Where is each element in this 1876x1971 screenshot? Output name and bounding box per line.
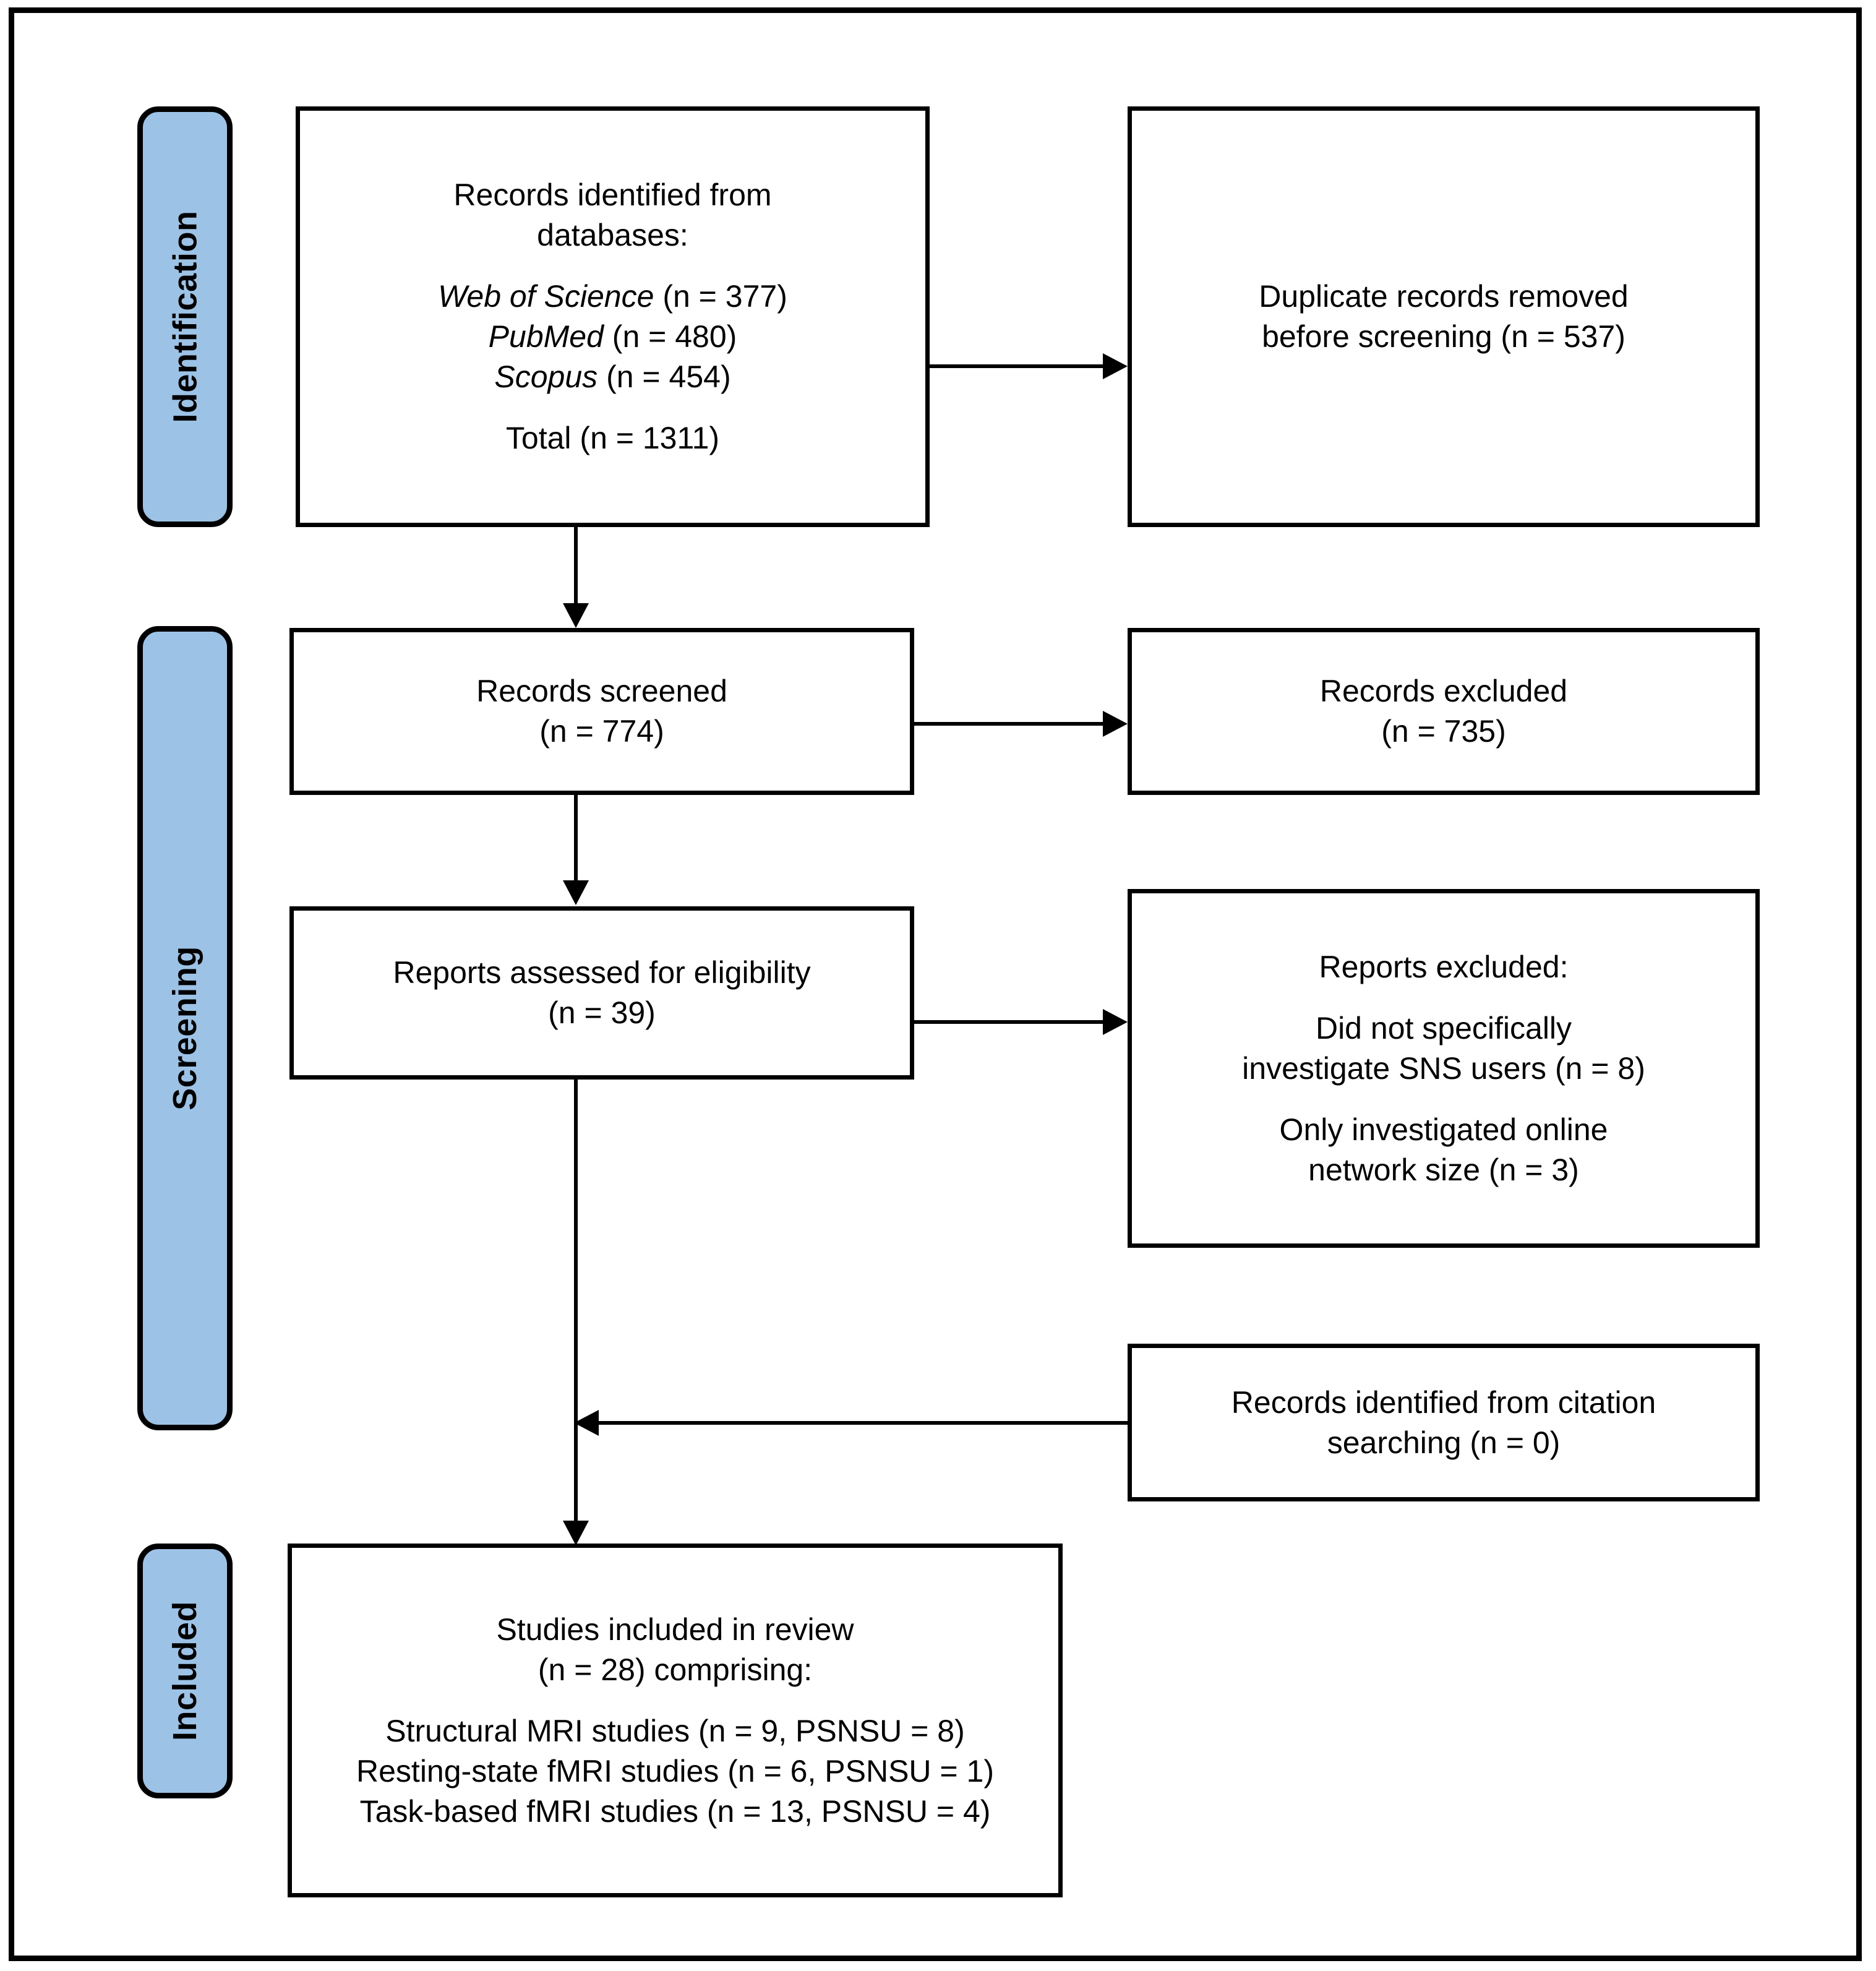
- box-duplicates-removed: Duplicate records removed before screeni…: [1128, 106, 1760, 527]
- duplicates-removed-line1: Duplicate records removed: [1259, 279, 1629, 314]
- box-records-identified-text: Records identified from databases: Web o…: [422, 175, 803, 458]
- box-records-excluded-text: Records excluded (n = 735): [1304, 671, 1583, 752]
- records-identified-source2-count: (n = 480): [612, 319, 737, 354]
- records-identified-line2: databases:: [537, 218, 688, 252]
- stage-label-screening: Screening: [137, 626, 233, 1430]
- box-records-identified: Records identified from databases: Web o…: [296, 106, 930, 527]
- stage-label-identification-text: Identification: [166, 210, 203, 423]
- studies-included-detail3: Task-based fMRI studies (n = 13, PSNSU =…: [359, 1793, 991, 1829]
- connector-screened-to-excluded: [914, 722, 1103, 726]
- records-identified-source3-count: (n = 454): [606, 359, 731, 394]
- duplicates-removed-line2: before screening (n = 537): [1262, 319, 1625, 354]
- box-studies-included: Studies included in review (n = 28) comp…: [288, 1544, 1063, 1897]
- citation-searching-line1: Records identified from citation: [1231, 1385, 1656, 1420]
- arrowhead-screened-to-assessed: [563, 880, 589, 905]
- records-screened-line2: (n = 774): [539, 714, 664, 749]
- arrowhead-assessed-to-included: [563, 1521, 589, 1545]
- box-reports-assessed-text: Reports assessed for eligibility (n = 39…: [377, 953, 826, 1033]
- box-citation-searching: Records identified from citation searchi…: [1128, 1344, 1760, 1501]
- records-identified-source1-name: Web of Science: [438, 279, 654, 314]
- box-records-excluded: Records excluded (n = 735): [1128, 628, 1760, 795]
- arrowhead-identified-to-duplicates: [1103, 353, 1128, 379]
- arrowhead-citation-to-spine: [574, 1410, 599, 1436]
- stage-label-included-text: Included: [166, 1600, 204, 1741]
- connector-citation-to-spine: [599, 1421, 1129, 1425]
- arrowhead-screened-to-excluded: [1103, 711, 1128, 737]
- connector-screened-to-assessed: [574, 795, 578, 882]
- records-identified-line1: Records identified from: [453, 178, 772, 212]
- records-identified-total: Total (n = 1311): [505, 421, 720, 455]
- records-excluded-line1: Records excluded: [1319, 674, 1568, 708]
- studies-included-line2: (n = 28) comprising:: [538, 1652, 813, 1687]
- box-citation-searching-text: Records identified from citation searchi…: [1215, 1383, 1672, 1463]
- studies-included-detail1: Structural MRI studies (n = 9, PSNSU = 8…: [385, 1713, 965, 1748]
- reports-excluded-heading: Reports excluded:: [1319, 949, 1569, 984]
- reports-assessed-line2: (n = 39): [548, 995, 656, 1030]
- box-studies-included-text: Studies included in review (n = 28) comp…: [340, 1610, 1010, 1832]
- records-identified-source2-name: PubMed: [488, 319, 604, 354]
- records-screened-line1: Records screened: [476, 674, 727, 708]
- records-identified-source3-name: Scopus: [494, 359, 598, 394]
- arrowhead-assessed-to-reports-excluded: [1103, 1009, 1128, 1035]
- box-records-screened-text: Records screened (n = 774): [460, 671, 743, 752]
- studies-included-detail2: Resting-state fMRI studies (n = 6, PSNSU…: [356, 1753, 994, 1788]
- records-identified-source1-count: (n = 377): [662, 279, 787, 314]
- reports-assessed-line1: Reports assessed for eligibility: [393, 955, 811, 990]
- connector-identified-to-duplicates: [930, 364, 1103, 368]
- records-excluded-line2: (n = 735): [1381, 714, 1506, 749]
- reports-excluded-reason1-line1: Did not specifically: [1315, 1010, 1572, 1046]
- citation-searching-line2: searching (n = 0): [1327, 1425, 1561, 1460]
- box-reports-assessed: Reports assessed for eligibility (n = 39…: [289, 906, 914, 1080]
- box-reports-excluded-text: Reports excluded: Did not specifically i…: [1226, 947, 1661, 1190]
- stage-label-screening-text: Screening: [166, 946, 203, 1110]
- box-records-screened: Records screened (n = 774): [289, 628, 914, 795]
- reports-excluded-reason2-line1: Only investigated online: [1279, 1112, 1608, 1147]
- arrowhead-identified-to-screened: [563, 603, 589, 628]
- connector-assessed-to-reports-excluded: [914, 1020, 1103, 1024]
- stage-label-identification: Identification: [137, 106, 233, 527]
- connector-identified-to-screened: [574, 527, 578, 604]
- reports-excluded-reason2-line2: network size (n = 3): [1308, 1152, 1579, 1187]
- box-duplicates-removed-text: Duplicate records removed before screeni…: [1243, 277, 1645, 357]
- reports-excluded-reason1-line2: investigate SNS users (n = 8): [1242, 1050, 1645, 1086]
- connector-assessed-to-included: [574, 1080, 578, 1522]
- box-reports-excluded: Reports excluded: Did not specifically i…: [1128, 889, 1760, 1248]
- stage-label-included: Included: [137, 1544, 233, 1798]
- studies-included-line1: Studies included in review: [496, 1612, 854, 1647]
